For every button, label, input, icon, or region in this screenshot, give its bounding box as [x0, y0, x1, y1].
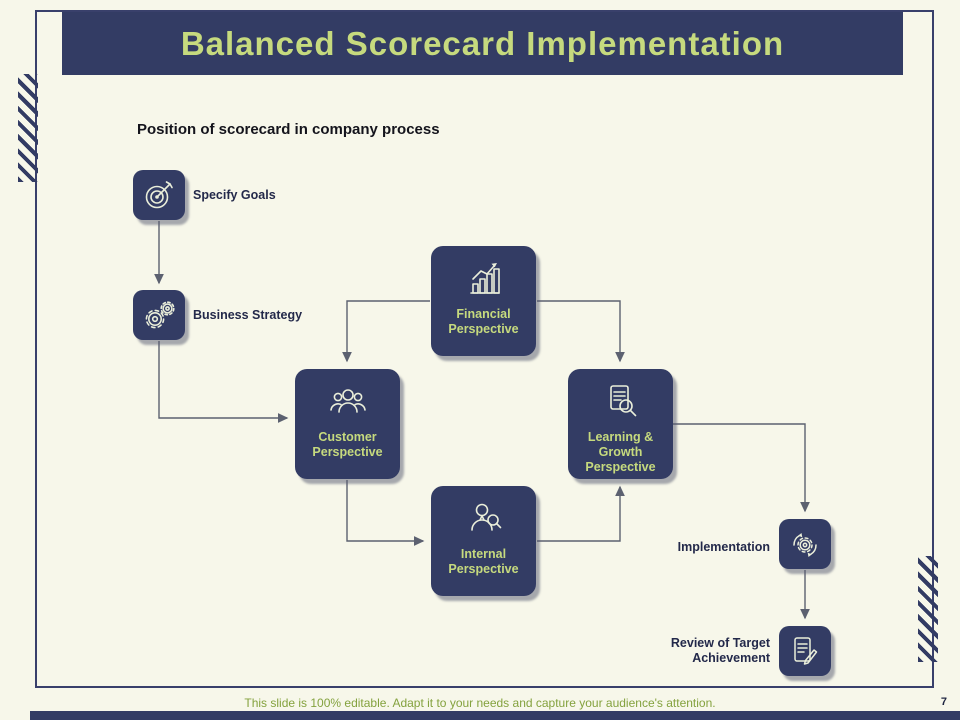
node-customer-perspective: Customer Perspective: [295, 369, 400, 479]
label-business-strategy: Business Strategy: [193, 308, 303, 322]
node-implementation: [779, 519, 831, 569]
bar-chart-icon: [462, 253, 506, 305]
label-specify-goals: Specify Goals: [193, 188, 276, 202]
people-icon: [326, 376, 370, 428]
node-review-target-achievement: [779, 626, 831, 676]
node-label: Customer Perspective: [312, 430, 383, 459]
label-implementation: Implementation: [677, 540, 770, 554]
process-gear-icon: [788, 527, 822, 561]
node-label: Financial Perspective: [448, 307, 519, 336]
node-financial-perspective: Financial Perspective: [431, 246, 536, 356]
page-title: Balanced Scorecard Implementation: [180, 24, 785, 62]
node-label: Internal Perspective: [448, 547, 519, 576]
person-search-icon: [462, 493, 506, 545]
bottom-accent-bar: [30, 711, 960, 720]
node-learning-growth-perspective: Learning & Growth Perspective: [568, 369, 673, 479]
node-business-strategy: [133, 290, 185, 340]
diagram-subtitle: Position of scorecard in company process: [137, 121, 440, 138]
node-specify-goals: [133, 170, 185, 220]
node-internal-perspective: Internal Perspective: [431, 486, 536, 596]
hatch-decoration-right: [918, 556, 938, 662]
hatch-decoration-left: [18, 74, 38, 182]
gears-icon: [142, 298, 176, 332]
footer-note: This slide is 100% editable. Adapt it to…: [244, 696, 716, 710]
label-review-target-achievement: Review of Target Achievement: [670, 636, 770, 665]
slide-border-frame: [35, 10, 934, 688]
review-checklist-icon: [788, 634, 822, 668]
document-search-icon: [599, 376, 643, 428]
node-label: Learning & Growth Perspective: [585, 430, 656, 474]
target-icon: [142, 178, 176, 212]
page-number: 7: [940, 696, 947, 708]
title-banner: Balanced Scorecard Implementation: [62, 12, 903, 75]
